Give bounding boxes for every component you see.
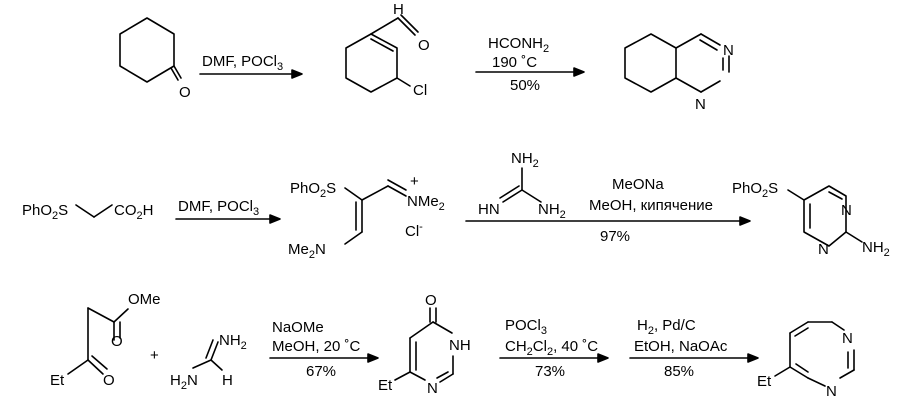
- row3-arrow2-solvent: CH2Cl2, 40 ˚C: [505, 338, 598, 358]
- row2-guan-hn-label: HN: [478, 201, 500, 218]
- row2-prod-n1-label: N: [841, 202, 852, 219]
- row2-guanidine: NH2 HN NH2: [478, 150, 566, 221]
- row3-amid-h-label: H: [222, 372, 233, 389]
- row3-amid-nh-label: NH2: [219, 332, 247, 352]
- row2-int-pho2s-label: PhO2S: [290, 180, 336, 200]
- row1-chloroaldehyde: H O Cl: [345, 1, 430, 99]
- row2-int-me2n-label: Me2N: [288, 241, 326, 261]
- row3-arrow2: POCl3 CH2Cl2, 40 ˚C 73%: [499, 317, 609, 380]
- row3-amid-h2n-label: H2N: [170, 372, 198, 392]
- row1-arrow2-yield: 50%: [510, 77, 540, 94]
- row3-ethylpyrimidine: N N Et: [757, 321, 855, 400]
- row3-pyrimidinone: O NH N Et: [378, 292, 471, 397]
- row3-plus-sign: +: [150, 347, 159, 364]
- row3-arrow3-solvent: EtOH, NaOAc: [634, 338, 728, 355]
- row3-prod-n2-label: N: [826, 383, 837, 400]
- row2-aminopyrimidine: PhO2S N N NH2: [732, 180, 890, 259]
- row1-int-cl-label: Cl: [413, 82, 427, 99]
- row2-int-plus-label: +: [410, 173, 419, 190]
- row3-sm-ome-label: OMe: [128, 291, 161, 308]
- row2-prod-n2-label: N: [818, 241, 829, 258]
- row1-cyclohexanone: O: [119, 17, 191, 101]
- row3-int1-o-label: O: [425, 292, 437, 309]
- row3-int1-nh-label: NH: [449, 337, 471, 354]
- row3-ketoester: OMe O Et O: [50, 291, 161, 389]
- row3-arrow3-yield: 85%: [664, 363, 694, 380]
- row3-int1-et-label: Et: [378, 377, 393, 394]
- row2-guan-nh2-top-label: NH2: [511, 150, 539, 170]
- row1-tetrahydroquinazoline: N N: [624, 33, 734, 113]
- row3-arrow3-reagent: H2, Pd/C: [637, 317, 696, 337]
- row3-arrow1-base: NaOMe: [272, 319, 324, 336]
- row1-arrow2-temp: 190 ˚C: [492, 54, 537, 71]
- row3-sm-et-label: Et: [50, 372, 65, 389]
- row2-int-chloride-label: Cl-: [405, 221, 423, 240]
- row2-arrow2: MeONa MeOH, кипячение 97%: [465, 176, 751, 245]
- row2-arrow1-reagent: DMF, POCl3: [178, 198, 259, 218]
- row1-prod-n1-label: N: [723, 42, 734, 59]
- row2-prod-nh2-label: NH2: [862, 239, 890, 259]
- row1-arrow2-reagent: HCONH2: [488, 35, 549, 55]
- row2-prod-pho2s-label: PhO2S: [732, 180, 778, 200]
- row2-arrow2-yield: 97%: [600, 228, 630, 245]
- row3-arrow2-reagent: POCl3: [505, 317, 547, 337]
- row1-arrow2: HCONH2 190 ˚C 50%: [475, 35, 585, 94]
- row2-arrow2-base: MeONa: [612, 176, 664, 193]
- row3-prod-et-label: Et: [757, 373, 772, 390]
- row1-int-o-label: O: [418, 37, 430, 54]
- row3-formamidine: NH2 H2N H: [170, 332, 247, 392]
- row2-arrow2-solvent: MeOH, кипячение: [589, 197, 713, 214]
- row3-arrow3: H2, Pd/C EtOH, NaOAc 85%: [629, 317, 759, 380]
- row3-arrow1-solvent: MeOH, 20 ˚C: [272, 338, 361, 355]
- row3-sm-o-top-label: O: [111, 333, 123, 350]
- row3-arrow1-yield: 67%: [306, 363, 336, 380]
- row2-sm-co2h-label: CO2H: [114, 202, 153, 222]
- row3-prod-n1-label: N: [842, 330, 853, 347]
- row2-guan-nh2-label: NH2: [538, 201, 566, 221]
- row2-sm-pho2s-label: PhO2S: [22, 202, 68, 222]
- row3-arrow1: NaOMe MeOH, 20 ˚C 67%: [269, 319, 379, 380]
- row3-int1-n-label: N: [427, 380, 438, 397]
- row3-sm-o-bot-label: O: [103, 372, 115, 389]
- row3-arrow2-yield: 73%: [535, 363, 565, 380]
- row1-int-h-label: H: [393, 1, 404, 18]
- row1-sm-oxygen-label: O: [179, 84, 191, 101]
- row2-arrow1: DMF, POCl3: [175, 198, 281, 224]
- row2-vinamidinium-salt: PhO2S + NMe2 Me2N Cl-: [288, 173, 445, 261]
- row1-prod-n2-label: N: [695, 96, 706, 113]
- row2-int-nme2-label: NMe2: [407, 193, 445, 213]
- row2-sulfonylacetic-acid: PhO2S CO2H: [22, 202, 153, 222]
- row1-arrow1-reagent: DMF, POCl3: [202, 53, 283, 73]
- row1-arrow1: DMF, POCl3: [199, 53, 303, 79]
